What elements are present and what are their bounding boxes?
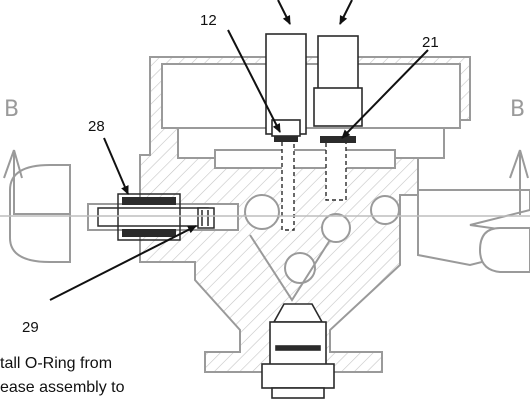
callout-21: 21 (422, 34, 439, 51)
callout-12: 12 (200, 12, 217, 29)
top-arrow-right (339, 0, 353, 25)
leader-28 (103, 137, 129, 195)
section-letter-left: B (4, 97, 19, 122)
section-marker-left: B (3, 97, 23, 215)
o-ring-28 (122, 197, 176, 205)
side-port (87, 193, 239, 241)
right-lever (417, 189, 530, 273)
section-marker-right: B (509, 97, 529, 215)
bottom-fitting (261, 303, 335, 399)
leader-29 (49, 225, 197, 301)
top-arrow-left (277, 0, 291, 25)
passages (244, 194, 400, 302)
instruction-note-line-2: ease assembly to (0, 379, 125, 396)
callout-29: 29 (22, 319, 39, 336)
valve-body (139, 56, 471, 373)
callout-28: 28 (88, 118, 105, 135)
left-knob (9, 164, 71, 263)
instruction-note-line-1: tall O-Ring from (0, 355, 112, 372)
leader-21 (341, 49, 429, 139)
top-cap (161, 63, 461, 129)
o-ring-29 (197, 207, 215, 229)
plunger-21 (313, 35, 363, 201)
section-letter-right: B (510, 97, 525, 122)
leader-12 (227, 29, 281, 133)
leaders (49, 0, 429, 301)
